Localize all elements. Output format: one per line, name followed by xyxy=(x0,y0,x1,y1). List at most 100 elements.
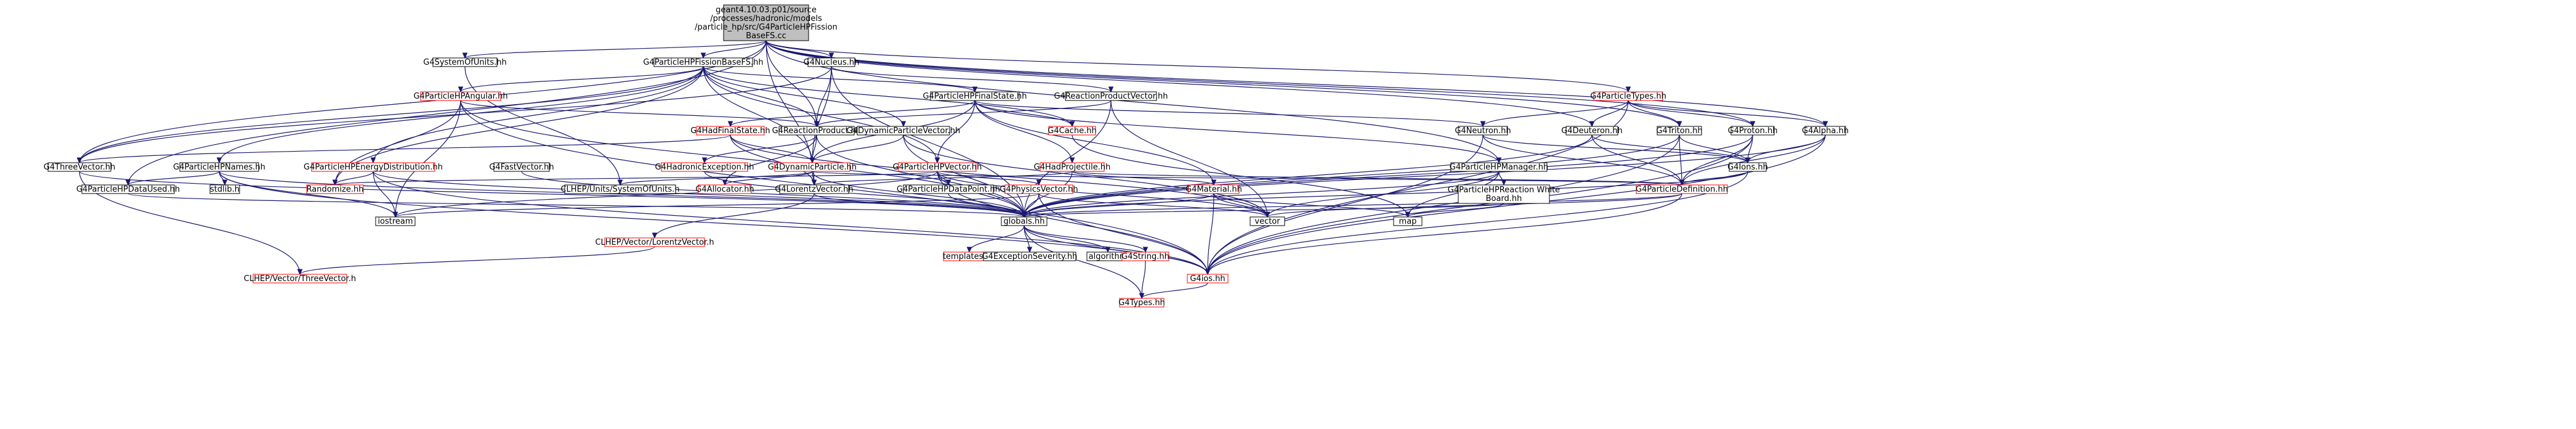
edge-line xyxy=(1207,193,1214,275)
g4particlehpdatapoint-label: G4ParticleHPDataPoint.hh xyxy=(897,185,1000,194)
clhepunits-node[interactable]: CLHEP/Units/SystemOfUnits.h xyxy=(560,184,680,194)
g4dynamicparticlevector-node[interactable]: G4DynamicParticleVector.hh xyxy=(847,126,961,136)
g4dynamicparticle-node[interactable]: G4DynamicParticle.hh xyxy=(768,162,857,172)
g4deuteron-box xyxy=(1565,126,1618,136)
g4allocator-node[interactable]: G4Allocator.hh xyxy=(695,184,754,194)
edge-line xyxy=(812,171,1682,186)
g4particledefinition-node[interactable]: G4ParticleDefinition.hh xyxy=(1636,184,1728,194)
g4reactionproduct-node[interactable]: G4ReactionProduct.hh xyxy=(772,126,862,136)
g4particlehpmanager-box xyxy=(1450,162,1548,172)
g4ios-box xyxy=(1187,274,1229,284)
edge-g4dynamicparticle-to-clhepunits xyxy=(617,171,813,186)
g4particlehpfissionbasefs-node[interactable]: G4ParticleHPFissionBaseFS.hh xyxy=(643,57,764,67)
edge-g4particlehpreactionwhiteboard-to-map xyxy=(1405,203,1504,218)
g4particlehpvector-label: G4ParticleHPVector.hh xyxy=(893,163,982,172)
g4reactionproductvector-label: G4ReactionProductVector.hh xyxy=(1054,92,1168,101)
g4particlehpangular-node[interactable]: G4ParticleHPAngular.hh xyxy=(413,91,508,101)
g4hadprojectile-node[interactable]: G4HadProjectile.hh xyxy=(1034,162,1111,172)
g4systemofunits-node[interactable]: G4SystemOfUnits.hh xyxy=(423,57,507,67)
vector-node[interactable]: vector xyxy=(1250,216,1285,226)
g4hadfinalstate-node[interactable]: G4HadFinalState.hh xyxy=(690,126,770,136)
edge-arrowhead xyxy=(828,52,834,59)
edge-line xyxy=(1141,282,1208,299)
edge-line xyxy=(730,100,975,127)
globals-node[interactable]: globals.hh xyxy=(1001,216,1048,226)
iostream-node[interactable]: iostream xyxy=(375,216,416,226)
edge-line xyxy=(1213,193,1268,218)
stdlib-node[interactable]: stdlib.h xyxy=(209,184,240,194)
edge-g4lorentzvector-to-clheplorentz xyxy=(652,193,815,239)
g4string-node[interactable]: G4String.hh xyxy=(1121,251,1169,261)
g4allocator-box xyxy=(698,184,752,194)
edge-g4particledefinition-to-globals xyxy=(1021,193,1682,218)
edge-line xyxy=(1407,203,1504,218)
edge-line xyxy=(765,40,1826,127)
g4particlehpdataused-node[interactable]: G4ParticleHPDataUsed.hh xyxy=(76,184,180,194)
edge-arrowhead xyxy=(966,247,972,253)
g4triton-node[interactable]: G4Triton.hh xyxy=(1656,126,1703,136)
edge-globals-to-templates xyxy=(966,225,1025,253)
stdlib-box xyxy=(209,184,240,194)
g4neutron-node[interactable]: G4Neutron.hh xyxy=(1455,126,1511,136)
map-box xyxy=(1393,216,1423,226)
randomize-node[interactable]: Randomize.hh xyxy=(306,184,364,194)
edge-arrowhead xyxy=(222,179,228,186)
g4ios-node[interactable]: G4ios.hh xyxy=(1187,274,1229,284)
edge-arrowhead xyxy=(1589,121,1595,128)
clhepunits-box xyxy=(564,184,676,194)
edge-arrowhead xyxy=(1139,293,1145,300)
edge-arrowhead xyxy=(125,179,131,186)
g4dynamicparticlevector-box xyxy=(857,126,950,136)
g4deuteron-node[interactable]: G4Deuteron.hh xyxy=(1561,126,1623,136)
edge-line xyxy=(79,66,704,163)
edge-line xyxy=(373,171,396,218)
clheplorentz-node[interactable]: CLHEP/Vector/LorentzVector.h xyxy=(595,237,714,247)
g4particlehpdatapoint-node[interactable]: G4ParticleHPDataPoint.hh xyxy=(897,184,1000,194)
g4fastvector-node[interactable]: G4FastVector.hh xyxy=(489,162,554,172)
g4cache-node[interactable]: G4Cache.hh xyxy=(1048,126,1097,136)
g4particlehpmanager-node[interactable]: G4ParticleHPManager.hh xyxy=(1450,162,1548,172)
g4ions-node[interactable]: G4Ions.hh xyxy=(1727,162,1768,172)
edge-globals-to-g4string xyxy=(1024,225,1149,253)
g4types-node[interactable]: G4Types.hh xyxy=(1118,298,1165,308)
edge-line xyxy=(334,171,938,186)
g4cache-label: G4Cache.hh xyxy=(1048,126,1096,136)
g4particlehpenergydistribution-node[interactable]: G4ParticleHPEnergyDistribution.hh xyxy=(304,162,443,172)
map-node[interactable]: map xyxy=(1393,216,1423,226)
g4ios-label: G4ios.hh xyxy=(1190,274,1225,284)
edge-arrowhead xyxy=(1679,179,1685,186)
g4hadfinalstate-box xyxy=(696,126,765,136)
root-file-node[interactable]: geant4.10.03.p01/source/processes/hadron… xyxy=(695,4,838,41)
edge-g4particletypes-to-g4proton xyxy=(1628,100,1756,128)
g4particletypes-label: G4ParticleTypes.hh xyxy=(1590,92,1666,101)
g4particlehpvector-node[interactable]: G4ParticleHPVector.hh xyxy=(893,162,982,172)
edge-root-to-g4systemofunits xyxy=(462,40,767,59)
g4neutron-label: G4Neutron.hh xyxy=(1455,126,1511,136)
g4nucleus-node[interactable]: G4Nucleus.hh xyxy=(804,57,860,67)
g4reactionproductvector-node[interactable]: G4ReactionProductVector.hh xyxy=(1054,91,1168,101)
g4proton-node[interactable]: G4Proton.hh xyxy=(1728,126,1778,136)
g4particletypes-node[interactable]: G4ParticleTypes.hh xyxy=(1590,91,1666,101)
clhepthree-box xyxy=(252,274,347,284)
g4particlehpfinalstate-node[interactable]: G4ParticleHPFinalState.hh xyxy=(923,91,1027,101)
edge-line xyxy=(703,66,904,127)
templates-node[interactable]: templates.hh xyxy=(943,251,996,261)
g4exceptionseverity-node[interactable]: G4ExceptionSeverity.hh xyxy=(982,251,1078,261)
g4material-node[interactable]: G4Material.hh xyxy=(1185,184,1242,194)
g4particlehpvector-box xyxy=(898,162,977,172)
g4threevector-node[interactable]: G4ThreeVector.hh xyxy=(44,162,115,172)
clhepthree-node[interactable]: CLHEP/Vector/ThreeVector.h xyxy=(244,274,356,284)
g4hadronicexception-node[interactable]: G4HadronicException.hh xyxy=(655,162,754,172)
edge-g4physicsvector-to-g4ios xyxy=(1038,193,1211,276)
g4physicsvector-label: G4PhysicsVector.hh xyxy=(999,185,1078,194)
edge-globals-to-g4ios xyxy=(1024,225,1211,276)
g4alpha-node[interactable]: G4Alpha.hh xyxy=(1802,126,1849,136)
g4lorentzvector-node[interactable]: G4LorentzVector.hh xyxy=(775,184,854,194)
edge-line xyxy=(219,171,1025,218)
g4physicsvector-node[interactable]: G4PhysicsVector.hh xyxy=(999,184,1078,194)
edge-g4hadprojectile-to-g4lorentzvector xyxy=(811,171,1073,186)
edge-arrowhead xyxy=(1822,121,1828,128)
edge-line xyxy=(704,171,1025,218)
g4particlehpnames-node[interactable]: G4ParticleHPNames.hh xyxy=(173,162,265,172)
